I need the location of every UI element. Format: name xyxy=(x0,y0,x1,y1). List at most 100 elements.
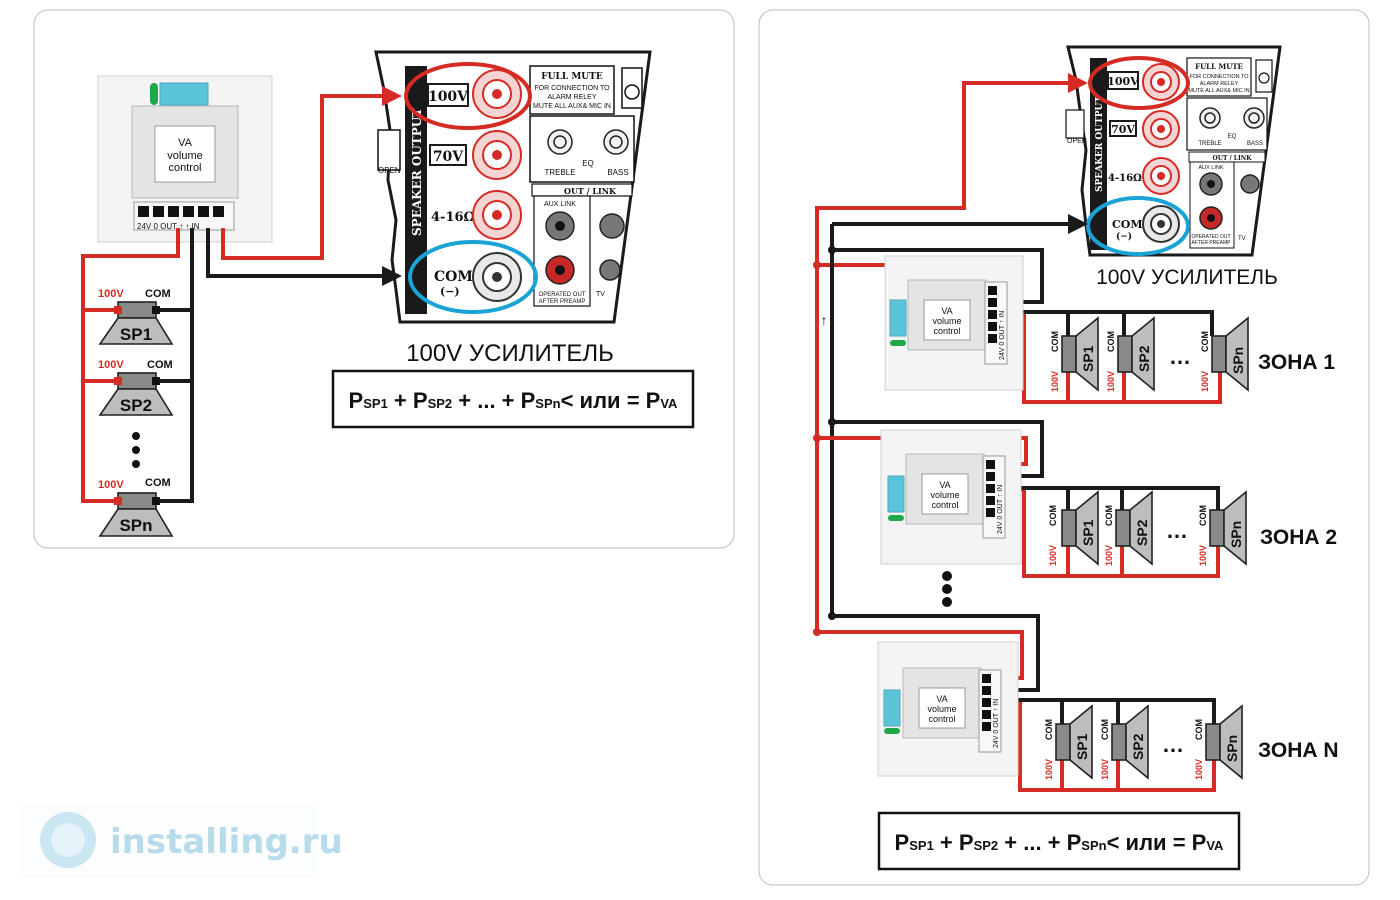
eq-label-right: EQ xyxy=(1228,134,1237,140)
operated-line2: AFTER PREAMP xyxy=(539,299,586,305)
va-volume-control-zone2: VA volume control 24V 0 OUT ↑ IN xyxy=(880,429,1022,565)
zones-ellipsis-dots xyxy=(942,571,952,607)
full-mute-line1: FOR CONNECTION TO xyxy=(534,85,610,92)
tap-70v-label-right: 70V xyxy=(1111,123,1135,136)
treble-label-right: TREBLE xyxy=(1198,141,1221,147)
zone2-spn-com: COM xyxy=(1198,505,1208,526)
binding-post-100v-right-icon xyxy=(1142,63,1180,101)
full-mute-line1-right: FOR CONNECTION TO xyxy=(1189,74,1249,80)
zoneN-spn-com: COM xyxy=(1194,719,1204,740)
va-terminal-block: 24V 0 OUT ↑ ↑ IN xyxy=(133,201,235,231)
zoneN-sp1-tap: 100V xyxy=(1044,759,1054,780)
full-mute-line2-right: ALARM RELEY xyxy=(1200,81,1239,87)
watermark-text: installing.ru xyxy=(110,822,343,862)
full-mute-line3: MUTE ALL AUX& MIC IN xyxy=(533,103,611,110)
va-terminal-labels: 24V 0 OUT ↑ ↑ IN xyxy=(137,222,200,231)
zoneN-va-line1: VA xyxy=(936,694,947,704)
zone1-va-line1: VA xyxy=(941,306,952,316)
zone1-speaker-spn: 100V COM SPn xyxy=(1200,316,1249,392)
va-volume-control-zoneN: VA volume control 24V 0 OUT ↑ IN xyxy=(877,641,1019,777)
speaker-sp2-left: 100V COM SP2 xyxy=(98,359,174,416)
zoneN-spn-label: SPn xyxy=(1224,735,1240,762)
zone-1: VA volume control 24V 0 OUT ↑ IN 100V CO… xyxy=(832,248,1335,404)
spn-com-label: COM xyxy=(145,477,171,489)
power-formula-left: PSP1 + PSP2 + ... + PSPn< или = PVA xyxy=(331,369,695,429)
wires-left xyxy=(81,86,402,503)
zone1-sp2-label: SP2 xyxy=(1136,345,1152,372)
va-volume-control-zone1: VA volume control 24V 0 OUT ↑ IN xyxy=(884,255,1024,391)
va-label-line2: volume xyxy=(167,150,202,162)
sp1-tap-label: 100V xyxy=(98,288,124,300)
zone2-sp2-com: COM xyxy=(1104,505,1114,526)
sp1-com-label: COM xyxy=(145,288,171,300)
zoneN-sp2-tap: 100V xyxy=(1100,759,1110,780)
zone1-sp1-com: COM xyxy=(1050,331,1060,352)
zone1-sp2-com: COM xyxy=(1106,331,1116,352)
amplifier-caption-left: 100V УСИЛИТЕЛЬ xyxy=(406,340,614,367)
sp2-label: SP2 xyxy=(120,396,152,415)
operated-line1-right: OPERATED OUT xyxy=(1191,234,1230,240)
zone2-sp1-label: SP1 xyxy=(1080,519,1096,546)
speaker-sp1-left: 100V COM SP1 xyxy=(98,288,174,345)
zone-n: VA volume control 24V 0 OUT ↑ IN 100V CO… xyxy=(817,614,1339,792)
zoneN-sp1-com: COM xyxy=(1044,719,1054,740)
bass-label: BASS xyxy=(607,168,628,177)
zone1-sp2-tap: 100V xyxy=(1106,371,1116,392)
full-mute-title-right: FULL MUTE xyxy=(1195,62,1243,71)
binding-post-70v-icon xyxy=(472,130,522,180)
highlight-com-right xyxy=(1086,196,1190,256)
right-panel: SPEAKER OUTPUT OPEN 100V 70V 4-16Ω COM (… xyxy=(758,9,1370,886)
zone2-speaker-sp2: 100V COM SP2 xyxy=(1104,490,1153,566)
zone2-sp2-label: SP2 xyxy=(1134,519,1150,546)
amplifier-left: SPEAKER OUTPUT OPEN 100V 70V 4-16Ω COM (… xyxy=(374,50,652,324)
watermark: installing.ru xyxy=(21,805,343,877)
zone2-spn-label: SPn xyxy=(1228,521,1244,548)
zone2-va-line2: volume xyxy=(930,490,959,500)
tv-label: TV xyxy=(596,291,605,298)
operated-line1: OPERATED OUT xyxy=(539,292,586,298)
binding-post-4-16-icon xyxy=(472,190,522,240)
zoneN-speaker-sp1: 100V COM SP1 xyxy=(1044,704,1093,780)
com-label-right: COM xyxy=(1112,218,1143,231)
zone2-ellipsis: … xyxy=(1166,518,1188,543)
va-label-line1: VA xyxy=(178,137,193,149)
sp1-label: SP1 xyxy=(120,325,152,344)
out-link-label-right: OUT / LINK xyxy=(1212,155,1252,162)
zoneN-sp2-com: COM xyxy=(1100,719,1110,740)
binding-post-70v-right-icon xyxy=(1142,110,1180,148)
highlight-100v-right xyxy=(1088,56,1190,110)
open-label: OPEN xyxy=(378,166,401,175)
zone1-va-line2: volume xyxy=(932,316,961,326)
zone-2: VA volume control 24V 0 OUT ↑ IN 100V CO… xyxy=(817,420,1337,578)
zone-2-label: ЗОНА 2 xyxy=(1260,526,1337,549)
va-label-line3: control xyxy=(168,162,201,174)
zone1-speaker-sp2: 100V COM SP2 xyxy=(1106,316,1155,392)
tv-label-right: TV xyxy=(1238,236,1246,242)
zoneN-va-terminals: 24V 0 OUT ↑ IN xyxy=(993,699,1000,748)
screw-terminal-icon xyxy=(624,84,640,100)
svg-text:PSP1 + PSP2 + ... + PSPn< или: PSP1 + PSP2 + ... + PSPn< или = PVA xyxy=(349,388,678,413)
zone1-ellipsis: … xyxy=(1169,344,1191,369)
zoneN-ellipsis: … xyxy=(1162,732,1184,757)
va-knob-icon xyxy=(159,82,209,106)
zone1-va-line3: control xyxy=(933,326,960,336)
binding-post-100v-icon xyxy=(472,69,522,119)
binding-post-com-right-icon xyxy=(1142,205,1180,243)
zone1-spn-com: COM xyxy=(1200,331,1210,352)
highlight-com xyxy=(408,240,538,314)
amplifier-caption-right: 100V УСИЛИТЕЛЬ xyxy=(1096,266,1278,289)
zoneN-va-line3: control xyxy=(928,714,955,724)
zone1-speaker-sp1: 100V COM SP1 xyxy=(1050,316,1099,392)
tap-4-16-label-right: 4-16Ω xyxy=(1108,173,1142,184)
zone2-spn-tap: 100V xyxy=(1198,545,1208,566)
full-mute-title: FULL MUTE xyxy=(541,72,603,82)
operated-line2-right: AFTER PREAMP xyxy=(1192,240,1232,246)
zone1-sp1-label: SP1 xyxy=(1080,345,1096,372)
zone1-spn-tap: 100V xyxy=(1200,371,1210,392)
zoneN-speaker-spn: 100V COM SPn xyxy=(1194,704,1243,780)
tap-70v-label: 70V xyxy=(433,149,464,165)
highlight-100v xyxy=(404,62,532,130)
speaker-output-label-right: SPEAKER OUTPUT xyxy=(1095,96,1105,192)
zoneN-sp1-label: SP1 xyxy=(1074,733,1090,760)
